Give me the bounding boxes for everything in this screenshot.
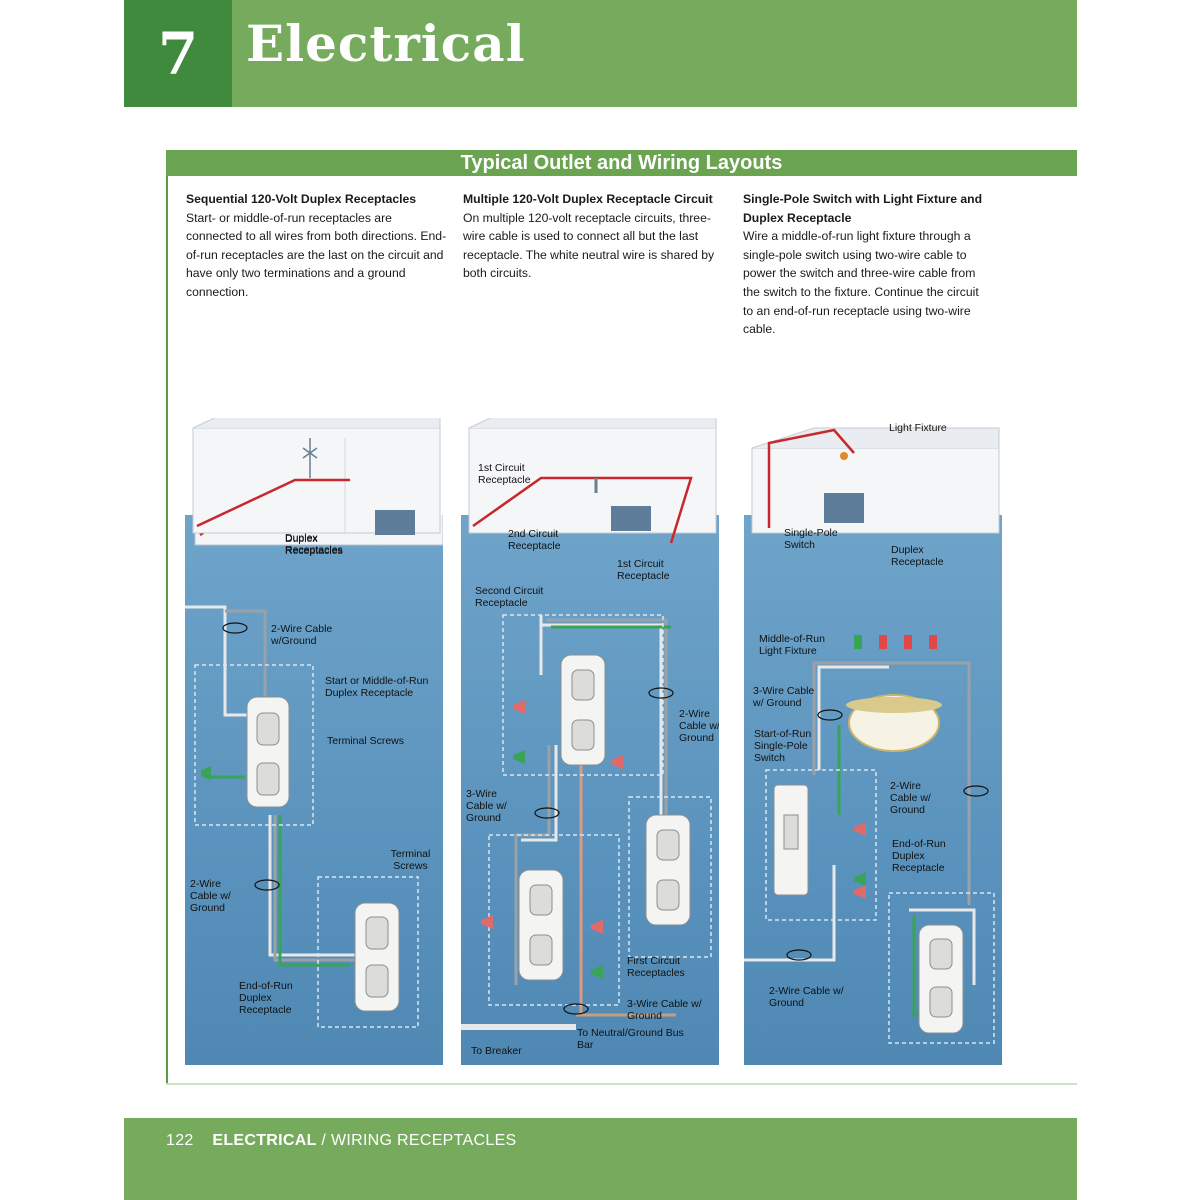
label-cable-3wire: 3-Wire Cable w/ Ground: [753, 685, 815, 709]
footer-section: ELECTRICAL: [212, 1132, 317, 1149]
wire-nut-icon: [513, 750, 525, 764]
wire-nut-icon: [591, 965, 603, 979]
label-cable-top: 2-Wire Cable w/Ground: [271, 623, 333, 647]
column-single-pole: Single-Pole Switch with Light Fixture an…: [743, 190, 983, 339]
diagram-multiple-drawing: [461, 614, 712, 1030]
diagram-single-pole-panel: Middle-of-Run Light Fixture 3-Wire Cable…: [744, 515, 1002, 1065]
label-start-middle-run: Start or Middle-of-Run Duplex Receptacle: [325, 675, 429, 699]
page-number: 122: [166, 1132, 194, 1149]
label-cable-3wire-left: 3-Wire Cable w/ Ground: [466, 788, 507, 824]
label-light-fixture: Light Fixture: [889, 422, 947, 434]
footer-subsection: WIRING RECEPTACLES: [330, 1132, 517, 1149]
label-to-breaker: To Breaker: [471, 1045, 522, 1057]
label-second-circuit-receptacle: Second Circuit Receptacle: [475, 585, 544, 609]
diagram-sequential-drawing: [185, 515, 443, 1028]
label-single-pole: Single-Pole Switch: [784, 527, 838, 551]
wire-nut-icon: [611, 755, 623, 769]
page-footer: 122 ELECTRICAL / WIRING RECEPTACLES: [124, 1118, 1077, 1200]
label-duplex-receptacle: Duplex Receptacle: [891, 544, 944, 568]
frame-bottom-rule: [166, 1083, 1077, 1085]
room-sequential: [192, 418, 441, 535]
receptacle-first-circuit-a: [518, 869, 564, 981]
chapter-title: Electrical: [246, 14, 526, 73]
wire-nut-icon: [854, 885, 866, 899]
label-cable-left: 2-Wire Cable w/ Ground: [190, 878, 231, 914]
wire-nut-icon: [854, 822, 866, 836]
wire-nut-icon: [854, 872, 866, 886]
label-first-circuit-receptacles: First Circuit Receptacles: [627, 955, 685, 979]
footer-separator: /: [316, 1132, 331, 1149]
label-start-switch: Start-of-Run Single-Pole Switch: [754, 728, 812, 764]
label-terminal-screws-2: Terminal Screws: [390, 848, 431, 872]
receptacle-end-of-run: [918, 924, 964, 1034]
single-pole-switch: [773, 784, 809, 896]
label-first-circuit-b: 1st Circuit Receptacle: [617, 558, 670, 582]
receptacle-start-of-run: [246, 696, 290, 808]
label-duplex-receptacles-room: Duplex Receptacles: [285, 532, 343, 556]
label-neutral-bus-bar: To Neutral/Ground Bus Bar: [577, 1027, 684, 1051]
wire-nut-icon: [591, 920, 603, 934]
label-terminal-screws: Terminal Screws: [327, 735, 405, 747]
wire-nut-icon: [481, 915, 493, 929]
room-single-pole: [751, 427, 1000, 534]
column-body: On multiple 120-volt receptacle circuits…: [463, 210, 715, 281]
label-end-of-run: End-of-Run Duplex Receptacle: [892, 838, 946, 874]
section-title: Typical Outlet and Wiring Layouts: [166, 150, 1077, 176]
diagram-single-pole-drawing: [744, 635, 995, 1044]
frame-left-rule: [166, 150, 168, 1085]
label-end-of-run: End-of-Run Duplex Receptacle: [239, 980, 293, 1016]
label-cable-right: 2-Wire Cable w/ Ground: [679, 708, 719, 744]
room-multiple: [468, 418, 717, 544]
column-heading: Single-Pole Switch with Light Fixture an…: [743, 192, 983, 225]
label-cable-3wire-bottom: 3-Wire Cable w/ Ground: [627, 998, 702, 1022]
label-second-circuit: 2nd Circuit Receptacle: [508, 528, 561, 552]
column-body: Start- or middle-of-run receptacles are …: [186, 210, 447, 299]
receptacle-first-circuit-b: [645, 814, 691, 926]
footer-text: 122 ELECTRICAL / WIRING RECEPTACLES: [166, 1132, 517, 1150]
wire-nut-icon: [513, 700, 525, 714]
label-cable-2wire-bottom: 2-Wire Cable w/ Ground: [769, 985, 844, 1009]
receptacle-end-of-run: [354, 902, 400, 1012]
diagram-sequential-panel: Duplex Receptacles 2-Wire Cable w/Ground…: [185, 515, 443, 1065]
column-body: Wire a middle-of-run light fixture throu…: [743, 229, 979, 337]
column-heading: Multiple 120-Volt Duplex Receptacle Circ…: [463, 192, 713, 206]
chapter-number: 7: [124, 0, 232, 107]
chapter-header: 7 Electrical: [124, 0, 1077, 107]
column-multiple: Multiple 120-Volt Duplex Receptacle Circ…: [463, 190, 723, 283]
receptacle-second-circuit: [560, 654, 606, 766]
column-sequential: Sequential 120-Volt Duplex Receptacles S…: [186, 190, 448, 302]
column-heading: Sequential 120-Volt Duplex Receptacles: [186, 192, 417, 206]
label-first-circuit-a: 1st Circuit Receptacle: [478, 462, 531, 486]
label-mid-run-light: Middle-of-Run Light Fixture: [759, 633, 825, 657]
label-cable-2wire-right: 2-Wire Cable w/ Ground: [890, 780, 931, 816]
label-duplex-receptacles: Duplex Receptacles: [285, 533, 343, 557]
light-fixture-icon: [846, 694, 942, 752]
wire-nut-icon: [201, 766, 211, 780]
diagram-multiple-panel: Second Circuit Receptacle 2-Wire Cable w…: [461, 515, 719, 1065]
